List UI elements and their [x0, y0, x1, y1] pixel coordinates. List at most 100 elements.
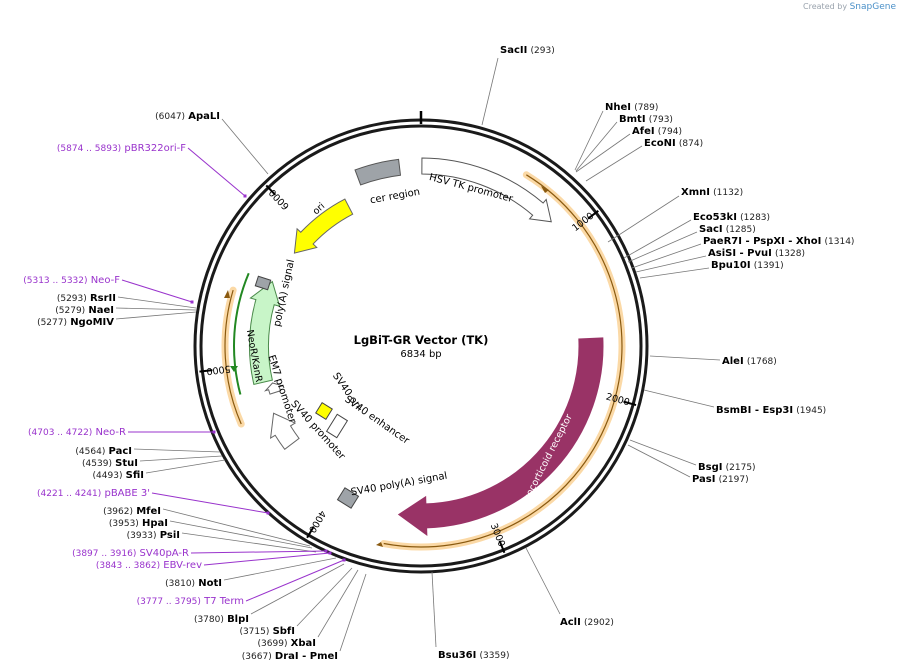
enzyme-line-bmti	[575, 121, 618, 172]
primer-name-ebv-rev: EBV-rev	[163, 560, 202, 571]
primer-mark-pbr322ori-f	[243, 194, 247, 198]
enzyme-pos-blpi: (3780)	[194, 615, 224, 625]
enzyme-name-blpi: BlpI	[227, 614, 249, 625]
enzyme-label-ngomiv[interactable]: (5277) NgoMIV	[37, 317, 114, 328]
backbone	[193, 111, 649, 574]
enzyme-label-hpai[interactable]: (3953) HpaI	[109, 518, 168, 529]
sv40-promoter-arrow	[269, 412, 300, 451]
enzyme-pos-bsmbi-esp3i: (1945)	[796, 406, 826, 416]
enzyme-label-paer7i-pspxi-xhoi[interactable]: PaeR7I - PspXI - XhoI (1314)	[703, 236, 854, 247]
enzyme-label-pasi[interactable]: PasI (2197)	[692, 474, 749, 485]
sv40-ori-box	[315, 402, 333, 420]
enzyme-name-drai-pmei: DraI - PmeI	[275, 651, 338, 662]
ruler-tick-4000	[306, 526, 315, 539]
enzyme-name-sacii: SacII	[500, 45, 527, 56]
primer-mark-neo-r	[212, 430, 216, 434]
enzyme-line-naei	[115, 307, 197, 311]
enzyme-name-apali: ApaLI	[188, 111, 220, 122]
enzyme-label-sacii[interactable]: SacII (293)	[500, 45, 555, 56]
enzyme-label-bsu36i[interactable]: Bsu36I (3359)	[438, 650, 509, 661]
enzyme-name-naei: NaeI	[88, 305, 114, 316]
enzyme-label-drai-pmei[interactable]: (3667) DraI - PmeI	[242, 651, 338, 662]
enzyme-pos-econi: (874)	[679, 139, 703, 149]
primer-label-t7-term[interactable]: (3777 .. 3795) T7 Term	[137, 596, 244, 607]
primer-label-neo-f[interactable]: (5313 .. 5332) Neo-F	[23, 275, 120, 286]
enzyme-label-saci[interactable]: SacI (1285)	[699, 224, 756, 235]
orf-gr	[383, 174, 623, 548]
enzyme-label-asisi-pvui[interactable]: AsiSI - PvuI (1328)	[708, 248, 805, 259]
enzyme-pos-apali: (6047)	[155, 112, 185, 122]
orf-neo	[224, 289, 242, 425]
plasmid-size: 6834 bp	[400, 349, 441, 360]
features-layer	[230, 157, 604, 537]
enzyme-name-nhei: NheI	[605, 102, 631, 113]
orf-neo-end-marker	[224, 290, 230, 298]
enzyme-pos-paci: (4564)	[75, 447, 105, 457]
enzyme-label-psii[interactable]: (3933) PsiI	[127, 530, 180, 541]
primer-line-pbr322ori-f	[187, 147, 246, 197]
enzyme-label-econi[interactable]: EcoNI (874)	[644, 138, 703, 149]
primer-label-neo-r[interactable]: (4703 .. 4722) Neo-R	[28, 427, 126, 438]
enzyme-pos-afei: (794)	[658, 127, 682, 137]
enzyme-pos-sfii: (4493)	[93, 471, 123, 481]
enzyme-label-paci[interactable]: (4564) PacI	[75, 446, 132, 457]
enzyme-pos-eco53ki: (1283)	[740, 213, 770, 223]
enzyme-line-bpu10i	[639, 267, 710, 279]
primer-label-sv40pa-r[interactable]: (3897 .. 3916) SV40pA-R	[72, 548, 189, 559]
enzyme-name-psii: PsiI	[160, 530, 180, 541]
ruler-tick-2000	[623, 400, 637, 407]
enzyme-pos-alei: (1768)	[747, 357, 777, 367]
primer-label-pbabe-3[interactable]: (4221 .. 4241) pBABE 3'	[37, 488, 150, 499]
enzyme-label-xbai[interactable]: (3699) XbaI	[258, 638, 316, 649]
ruler-label-2000: 2000	[605, 392, 631, 409]
enzyme-label-stui[interactable]: (4539) StuI	[82, 458, 138, 469]
enzyme-pos-bsu36i: (3359)	[480, 651, 510, 661]
enzyme-name-alei: AleI	[722, 356, 744, 367]
enzyme-label-nhei[interactable]: NheI (789)	[605, 102, 658, 113]
sv40-enhancer-label: SV40 enhancer	[342, 394, 411, 447]
enzyme-name-bmti: BmtI	[619, 114, 646, 125]
primer-range-t7-term: (3777 .. 3795)	[137, 597, 201, 607]
orf-layer	[221, 171, 626, 551]
enzyme-label-mfei[interactable]: (3962) MfeI	[103, 506, 161, 517]
enzyme-line-rsrii	[117, 296, 197, 309]
enzyme-label-alei[interactable]: AleI (1768)	[722, 356, 777, 367]
enzyme-label-bsmbi-esp3i[interactable]: BsmBI - Esp3I (1945)	[716, 405, 826, 416]
enzyme-label-apali[interactable]: (6047) ApaLI	[155, 111, 220, 122]
ruler-label-5000: 5000	[206, 363, 231, 377]
enzyme-pos-pasi: (2197)	[719, 475, 749, 485]
enzyme-name-pasi: PasI	[692, 474, 715, 485]
enzyme-label-bmti[interactable]: BmtI (793)	[619, 114, 673, 125]
enzyme-label-naei[interactable]: (5279) NaeI	[55, 305, 114, 316]
enzyme-pos-bmti: (793)	[649, 115, 673, 125]
enzyme-label-blpi[interactable]: (3780) BlpI	[194, 614, 249, 625]
cer-region-label: cer region	[369, 187, 421, 207]
primer-range-sv40pa-r: (3897 .. 3916)	[72, 549, 136, 559]
enzyme-line-apali	[221, 118, 269, 175]
enzyme-label-afei[interactable]: AfeI (794)	[632, 126, 682, 137]
primer-label-ebv-rev[interactable]: (3843 .. 3862) EBV-rev	[96, 560, 202, 571]
primer-mark-pbabe-3	[266, 511, 270, 515]
enzyme-pos-hpai: (3953)	[109, 519, 139, 529]
enzyme-label-sfii[interactable]: (4493) SfiI	[93, 470, 144, 481]
enzyme-label-noti[interactable]: (3810) NotI	[165, 578, 222, 589]
enzyme-label-eco53ki[interactable]: Eco53kI (1283)	[693, 212, 770, 223]
enzyme-line-pasi	[627, 444, 691, 478]
enzyme-line-xmni	[607, 195, 680, 243]
neo-orf-head	[230, 366, 238, 372]
enzyme-label-acli[interactable]: AclI (2902)	[560, 617, 614, 628]
enzyme-label-sbfi[interactable]: (3715) SbfI	[239, 626, 295, 637]
enzyme-label-bpu10i[interactable]: Bpu10I (1391)	[711, 260, 784, 271]
enzyme-label-bsgi[interactable]: BsgI (2175)	[698, 462, 756, 473]
primer-label-pbr322ori-f[interactable]: (5874 .. 5893) pBR322ori-F	[57, 143, 186, 154]
primer-line-ebv-rev	[203, 552, 331, 566]
enzyme-label-rsrii[interactable]: (5293) RsrII	[57, 293, 116, 304]
enzyme-label-xmni[interactable]: XmnI (1132)	[681, 187, 743, 198]
primer-name-t7-term: T7 Term	[203, 596, 244, 607]
enzyme-name-paci: PacI	[109, 446, 132, 457]
enzyme-pos-sbfi: (3715)	[239, 627, 269, 637]
enzyme-pos-saci: (1285)	[726, 225, 756, 235]
enzyme-pos-xmni: (1132)	[713, 188, 743, 198]
primer-range-ebv-rev: (3843 .. 3862)	[96, 561, 160, 571]
ruler-tick-5000	[199, 369, 213, 373]
